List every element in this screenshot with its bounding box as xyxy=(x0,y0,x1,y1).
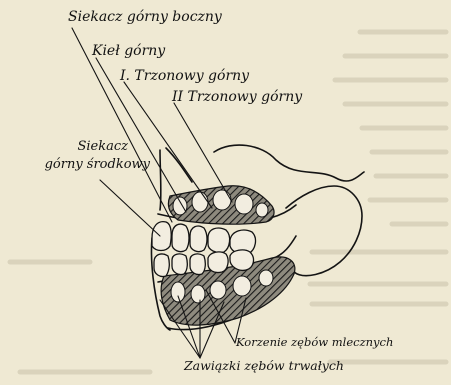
label-zawiazki-zebow-trwalych: Zawiązki zębów trwałych xyxy=(184,360,344,373)
label-siekacz-srodkowy-line2: górny środkowy xyxy=(2,156,150,174)
label-trzonowy-1-gorny: I. Trzonowy górny xyxy=(120,69,249,83)
label-korzenie-zebow-mlecznych: Korzenie zębów mlecznych xyxy=(236,337,393,349)
label-kiel-gorny: Kieł górny xyxy=(92,44,165,58)
label-siekacz-srodkowy-line1: Siekacz xyxy=(2,138,150,156)
label-siekacz-gorny-srodkowy: Siekacz górny środkowy xyxy=(2,138,150,174)
label-siekacz-gorny-boczny: Siekacz górny boczny xyxy=(68,10,222,24)
label-trzonowy-2-gorny: II Trzonowy górny xyxy=(172,90,302,104)
